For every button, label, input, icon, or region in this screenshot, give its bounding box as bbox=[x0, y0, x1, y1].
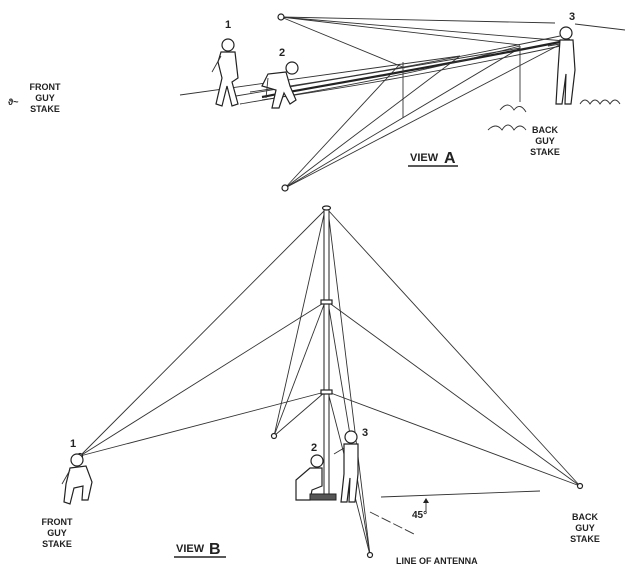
view-b-angle-ref-line bbox=[380, 490, 541, 498]
view-b-back-line1: BACK bbox=[572, 512, 598, 522]
view-a-soldier-2 bbox=[261, 61, 299, 109]
view-a-back-line2: GUY bbox=[535, 136, 555, 146]
view-a-front-line2: GUY bbox=[35, 93, 55, 103]
view-a-front-line1: FRONT bbox=[30, 82, 61, 92]
view-a: 1 2 3 ϑ~ FRONT GUY STAKE BACK GUY STAKE … bbox=[8, 11, 626, 192]
view-b: 45° 1 2 3 FRONT GUY STAKE BACK GUY STAKE… bbox=[42, 205, 600, 566]
view-a-label-3: 3 bbox=[569, 11, 575, 23]
view-b-line-of-antenna bbox=[369, 511, 415, 535]
view-b-soldier-1 bbox=[61, 453, 93, 505]
view-b-angle-label: 45° bbox=[412, 510, 427, 521]
view-b-title-letter: B bbox=[209, 541, 221, 558]
view-b-stake-left bbox=[270, 432, 278, 440]
view-a-soldier-3 bbox=[547, 26, 576, 105]
view-b-guy-lines bbox=[79, 209, 581, 556]
view-b-stake-bottom bbox=[366, 551, 374, 559]
view-b-front-line3: STAKE bbox=[42, 539, 72, 549]
view-b-back-line2: GUY bbox=[575, 523, 595, 533]
view-b-stake-back bbox=[576, 482, 584, 490]
view-b-front-line1: FRONT bbox=[42, 517, 73, 527]
view-a-front-line3: STAKE bbox=[30, 104, 60, 114]
view-b-back-line3: STAKE bbox=[570, 534, 600, 544]
view-a-back-line3: STAKE bbox=[530, 147, 560, 157]
view-b-soldier-3 bbox=[333, 430, 359, 503]
view-a-back-line1: BACK bbox=[532, 125, 558, 135]
view-b-mast bbox=[320, 205, 333, 498]
view-a-label-2: 2 bbox=[279, 47, 285, 59]
view-b-line-of-antenna-label: LINE OF ANTENNA bbox=[396, 556, 478, 566]
view-a-title-letter: A bbox=[444, 150, 456, 167]
view-a-stake-top bbox=[277, 13, 285, 21]
view-a-title-word: VIEW bbox=[410, 152, 439, 164]
view-a-stake-bottom bbox=[281, 184, 289, 192]
view-a-ground-texture bbox=[487, 99, 621, 131]
view-a-soldier-1 bbox=[211, 38, 239, 107]
view-b-label-1: 1 bbox=[70, 438, 76, 450]
view-b-label-3: 3 bbox=[362, 427, 368, 439]
view-b-title-word: VIEW bbox=[176, 543, 205, 555]
view-a-front-stake-mark: ϑ~ bbox=[8, 97, 19, 107]
view-b-label-2: 2 bbox=[311, 442, 317, 454]
view-b-front-line2: GUY bbox=[47, 528, 67, 538]
view-b-soldier-2 bbox=[295, 454, 337, 501]
view-b-angle-arrowhead bbox=[423, 498, 429, 503]
view-a-label-1: 1 bbox=[225, 19, 231, 31]
